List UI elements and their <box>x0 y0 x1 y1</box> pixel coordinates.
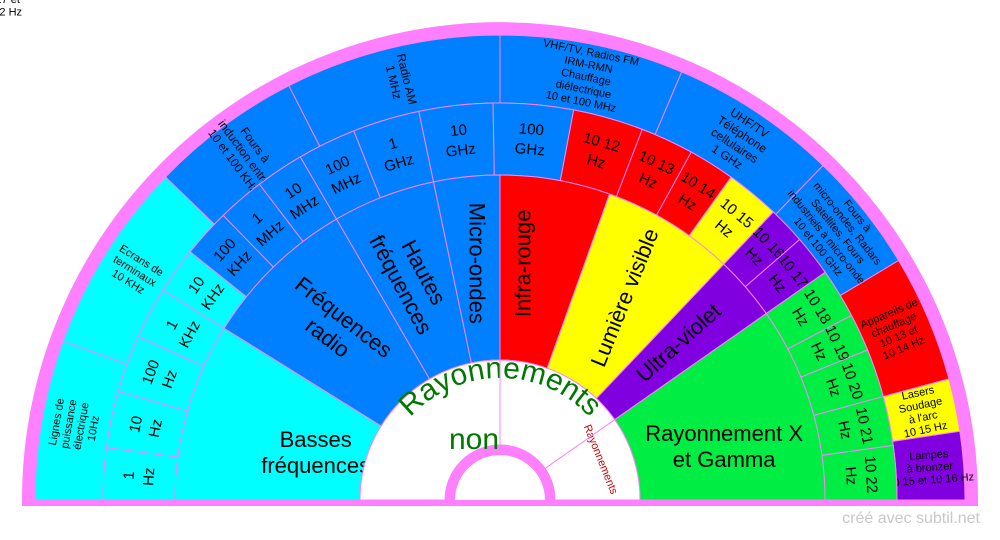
frequency-label-line: Hz <box>585 151 607 172</box>
center-hole-ring <box>445 445 555 500</box>
outer-rim <box>22 22 978 506</box>
application-label-line: 10 17 et <box>0 0 20 6</box>
frequency-label-line: Hz <box>807 340 830 364</box>
frequency-label-line: 100 <box>518 120 544 139</box>
center-word-non: non <box>449 423 499 456</box>
frequency-label-line: Hz <box>146 418 166 439</box>
frequency-label-line: Hz <box>822 376 844 399</box>
frequency-label-line: Hz <box>834 419 854 440</box>
application-label-line: à l'arc <box>908 409 939 427</box>
frequency-label-line: 1 <box>121 471 139 480</box>
center-hub: Rayonnements non Rayonnements <box>359 352 641 501</box>
group-label-line: Infra-rouge <box>511 209 536 317</box>
hub-separator <box>544 419 615 469</box>
application-label-line: 10 22 Hz <box>0 6 22 18</box>
baseline-bar <box>22 500 978 506</box>
frequency-label-line: 10 <box>126 414 146 434</box>
application-label-line: 10Hz <box>86 415 102 442</box>
application-label-line: à bronzer <box>906 460 954 475</box>
group-label: Rayonnement Xet Gamma <box>645 421 803 472</box>
frequency-label-line: 10 22 <box>861 455 881 494</box>
frequency-label-line: Hz <box>636 170 660 193</box>
frequency-label-line: GHz <box>514 140 545 159</box>
group-label-line: fréquences <box>261 453 370 478</box>
frequency-label-line: 10 <box>185 274 209 297</box>
frequency-label-line: 10 <box>282 179 305 202</box>
frequency-label-line: Hz <box>842 466 860 485</box>
frequency-label-line: Hz <box>140 467 158 486</box>
group-label-line: Micro-ondes <box>464 203 489 324</box>
credit-text: créé avec subtil.net <box>842 510 980 527</box>
frequency-label-line: Hz <box>159 368 181 391</box>
frequency-label-line: GHz <box>445 141 477 161</box>
group-label-line: et Gamma <box>673 447 776 472</box>
group-label-line: Basses <box>280 427 352 452</box>
application-label-line: Lampes <box>909 448 949 463</box>
group-label-line: Rayonnement X <box>645 421 803 446</box>
frequency-label-line: 10 <box>449 121 467 140</box>
group-label: Infra-rouge <box>511 209 536 317</box>
group-label: Micro-ondes <box>464 203 489 324</box>
groups-ring: BassesfréquencesFréquencesradioHautesfré… <box>174 174 826 501</box>
